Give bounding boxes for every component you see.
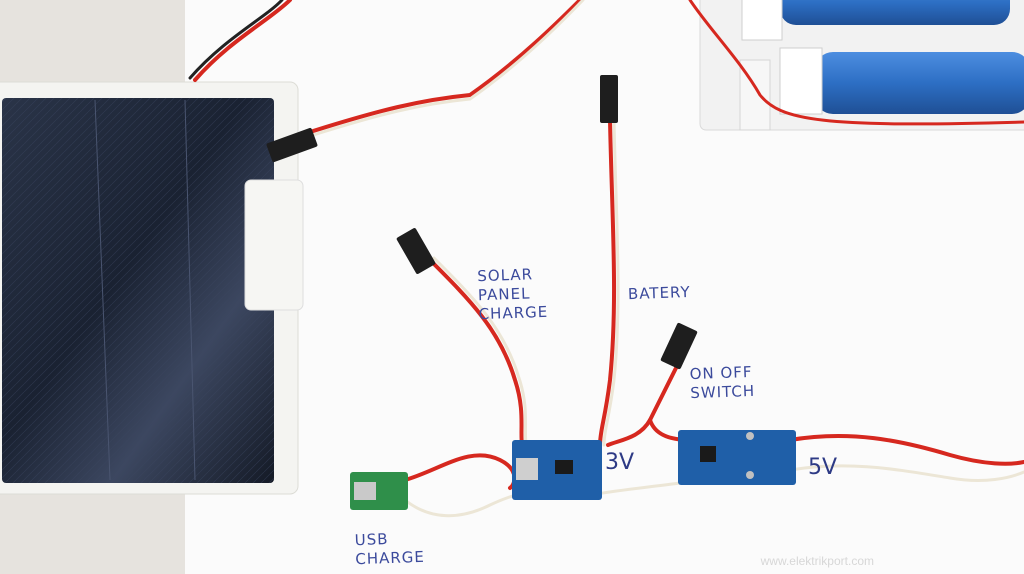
charger-board	[512, 440, 602, 500]
switch-label: ON OFF SWITCH	[689, 362, 756, 403]
usb-board	[350, 472, 408, 510]
watermark: www.elektrikport.com	[760, 554, 874, 568]
wires	[188, 0, 1024, 518]
battery-holder	[699, 0, 1024, 131]
jumper-connectors	[266, 75, 698, 370]
solar-panel-label: SOLAR PANEL CHARGE	[477, 265, 549, 324]
solar-panel	[0, 81, 304, 495]
usb-charge-label: USB CHARGE	[354, 530, 426, 569]
battery-label: BATERY	[627, 282, 691, 304]
voltage-3v-label: 3V	[605, 450, 635, 475]
boost-board	[678, 430, 796, 485]
voltage-5v-label: 5V	[808, 455, 838, 480]
